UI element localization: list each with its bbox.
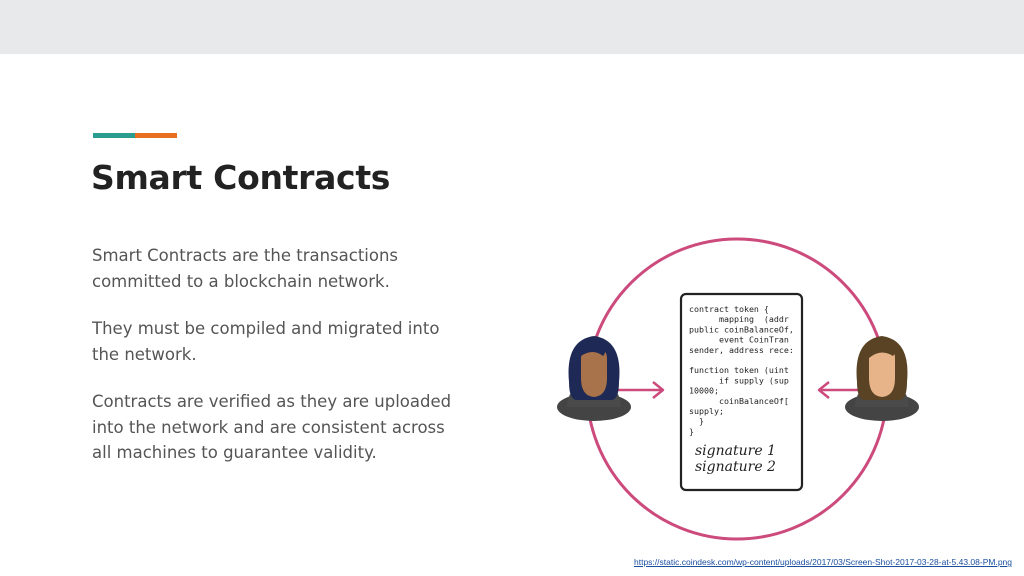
signature-2: signature 2 bbox=[695, 459, 776, 475]
body-text: Smart Contracts are the transactions com… bbox=[92, 243, 462, 488]
top-bar bbox=[0, 0, 1024, 54]
code-line: } bbox=[689, 426, 694, 436]
accent-orange-segment bbox=[135, 133, 177, 138]
code-line: mapping (addr bbox=[689, 314, 789, 324]
code-line: if supply (sup bbox=[689, 375, 789, 385]
left-arrow-icon bbox=[615, 381, 665, 399]
code-line: event CoinTran bbox=[689, 335, 789, 345]
code-line: sender, address rece: bbox=[689, 345, 794, 355]
paragraph-3: Contracts are verified as they are uploa… bbox=[92, 392, 452, 462]
person-left-avatar bbox=[557, 336, 631, 421]
code-line: contract token { bbox=[689, 304, 769, 314]
signature-1: signature 1 bbox=[695, 443, 776, 459]
code-line: supply; bbox=[689, 406, 724, 416]
code-line: function token (uint bbox=[689, 365, 789, 375]
contract-document bbox=[679, 292, 804, 492]
source-link[interactable]: https://static.coindesk.com/wp-content/u… bbox=[634, 557, 1012, 567]
title-accent-bar bbox=[93, 133, 177, 138]
code-line: public coinBalanceOf, bbox=[689, 324, 794, 334]
code-line: coinBalanceOf[ bbox=[689, 396, 789, 406]
paragraph-2: They must be compiled and migrated into … bbox=[92, 319, 440, 364]
paragraph-1: Smart Contracts are the transactions com… bbox=[92, 246, 399, 291]
accent-teal-segment bbox=[93, 133, 135, 138]
slide-title: Smart Contracts bbox=[91, 158, 391, 197]
code-line: } bbox=[689, 416, 704, 426]
person-right-avatar bbox=[845, 336, 919, 421]
code-line: 10000; bbox=[689, 386, 719, 396]
right-arrow-icon bbox=[817, 381, 865, 399]
